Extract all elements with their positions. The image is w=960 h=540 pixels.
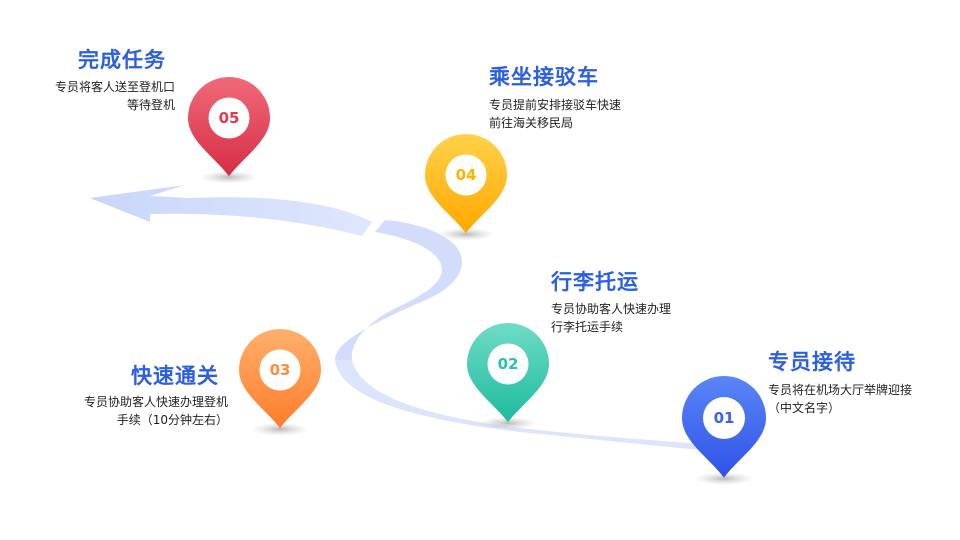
step-desc-01: 专员将在机场大厅举牌迎接 （中文名字） — [768, 383, 913, 415]
pin-02: 02 — [467, 323, 549, 430]
pin-number: 05 — [219, 109, 240, 127]
pin-03: 03 — [239, 329, 321, 436]
step-title-01: 专员接待 — [768, 350, 856, 374]
step-title-04: 乘坐接驳车 — [489, 65, 599, 89]
step-desc-04: 专员提前安排接驳车快速 前往海关移民局 — [489, 98, 622, 130]
road-path — [90, 185, 700, 450]
pin-shadow — [253, 423, 307, 436]
pin-04: 04 — [425, 134, 507, 241]
pin-shadow — [696, 472, 752, 485]
pin-inner-circle — [703, 397, 745, 439]
pin-shadow — [481, 417, 535, 430]
step-title-02: 行李托运 — [551, 270, 639, 294]
pin-01: 01 — [682, 376, 766, 485]
pin-number: 04 — [456, 166, 477, 184]
pin-number: 02 — [498, 355, 519, 373]
pin-05: 05 — [188, 77, 270, 184]
step-title-03: 快速通关 — [131, 364, 219, 388]
pin-inner-circle — [208, 97, 250, 139]
step-desc-02: 专员协助客人快速办理 行李托运手续 — [551, 302, 672, 334]
pin-inner-circle — [445, 154, 487, 196]
step-title-05: 完成任务 — [78, 48, 166, 72]
pin-inner-circle — [259, 349, 301, 391]
pin-shadow — [202, 171, 256, 184]
pin-number: 03 — [270, 361, 291, 379]
step-desc-05: 专员将客人送至登机口 等待登机 — [54, 80, 175, 112]
pin-number: 01 — [714, 409, 735, 427]
pin-inner-circle — [487, 343, 529, 385]
step-desc-03: 专员协助客人快速办理登机 手续（10分钟左右） — [83, 395, 228, 427]
pin-shadow — [439, 228, 493, 241]
